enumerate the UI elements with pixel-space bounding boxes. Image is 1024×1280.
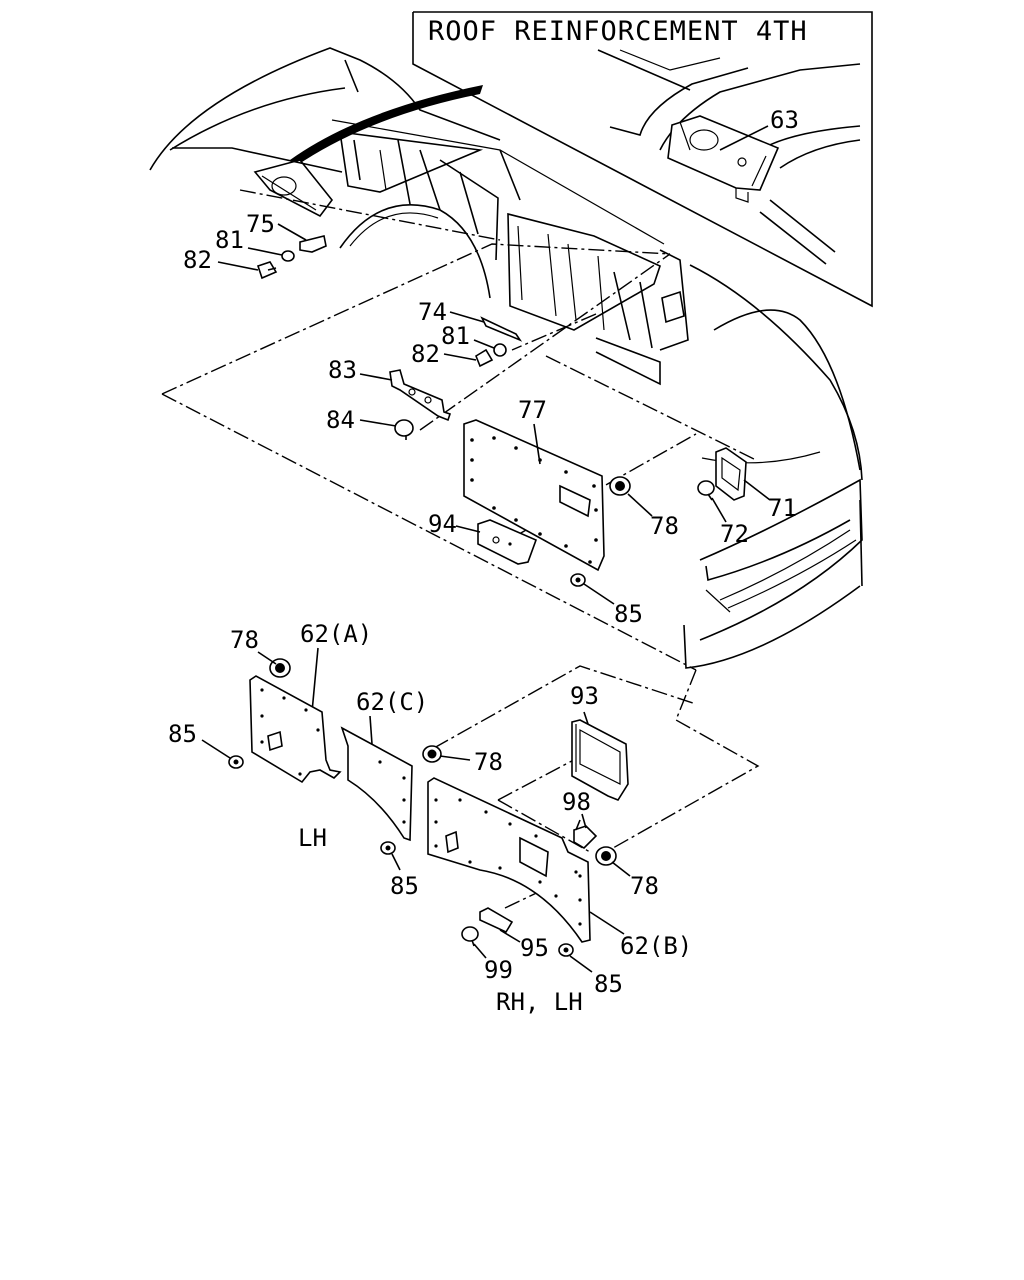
label-63: 63 bbox=[770, 106, 799, 134]
bolt-82-middle bbox=[475, 348, 494, 368]
inset-box: ROOF REINFORCEMENT 4TH bbox=[412, 11, 873, 308]
label-75: 75 bbox=[246, 210, 275, 238]
clip-78-center bbox=[422, 745, 442, 763]
panel-62c bbox=[340, 726, 413, 842]
label-82-upper: 82 bbox=[183, 246, 212, 274]
clip-99 bbox=[461, 926, 479, 947]
washer-81 bbox=[281, 250, 295, 262]
clip-78-right bbox=[595, 846, 617, 866]
label-78-center: 78 bbox=[474, 748, 503, 776]
label-81-upper: 81 bbox=[215, 226, 244, 254]
clip-84 bbox=[394, 419, 414, 440]
label-78-left: 78 bbox=[230, 626, 259, 654]
label-85-upper: 85 bbox=[614, 600, 643, 628]
label-98: 98 bbox=[562, 788, 591, 816]
label-85-center: 85 bbox=[390, 872, 419, 900]
clip-72 bbox=[697, 480, 715, 501]
duct-93 bbox=[571, 719, 629, 801]
label-94: 94 bbox=[428, 510, 457, 538]
clip-78-upper bbox=[609, 476, 631, 496]
part-74 bbox=[480, 316, 523, 342]
bolt-82 bbox=[256, 261, 278, 280]
label-83: 83 bbox=[328, 356, 357, 384]
screw-85-left bbox=[228, 755, 244, 769]
bracket-83 bbox=[389, 369, 452, 422]
inset-title: ROOF REINFORCEMENT 4TH bbox=[428, 16, 808, 47]
label-78-right: 78 bbox=[630, 872, 659, 900]
handle-94 bbox=[477, 519, 538, 565]
label-62a: 62(A) bbox=[300, 620, 372, 648]
panel-62a bbox=[249, 675, 342, 784]
panel-77 bbox=[463, 419, 605, 572]
screw-85-upper bbox=[570, 573, 586, 587]
label-84: 84 bbox=[326, 406, 355, 434]
panel-62b bbox=[427, 777, 591, 943]
label-85-left: 85 bbox=[168, 720, 197, 748]
label-95: 95 bbox=[520, 934, 549, 962]
label-72: 72 bbox=[720, 520, 749, 548]
label-99: 99 bbox=[484, 956, 513, 984]
callout-lines bbox=[161, 189, 760, 909]
label-78-upper: 78 bbox=[650, 512, 679, 540]
washer-81-middle bbox=[493, 343, 507, 357]
bracket-98 bbox=[573, 819, 598, 850]
label-62b: 62(B) bbox=[620, 932, 692, 960]
label-82-middle: 82 bbox=[411, 340, 440, 368]
screw-85-right bbox=[558, 943, 574, 957]
label-85-right: 85 bbox=[594, 970, 623, 998]
part-75 bbox=[299, 235, 327, 253]
handle-95 bbox=[479, 907, 514, 934]
label-side-rh-lh: RH, LH bbox=[496, 988, 583, 1016]
label-62c: 62(C) bbox=[356, 688, 428, 716]
label-71: 71 bbox=[768, 494, 797, 522]
label-93: 93 bbox=[570, 682, 599, 710]
label-side-lh: LH bbox=[298, 824, 327, 852]
label-81-middle: 81 bbox=[441, 322, 470, 350]
screw-85-center bbox=[380, 841, 396, 855]
label-74: 74 bbox=[418, 298, 447, 326]
part-71 bbox=[715, 447, 747, 501]
label-77: 77 bbox=[518, 396, 547, 424]
vehicle-body bbox=[149, 47, 863, 669]
